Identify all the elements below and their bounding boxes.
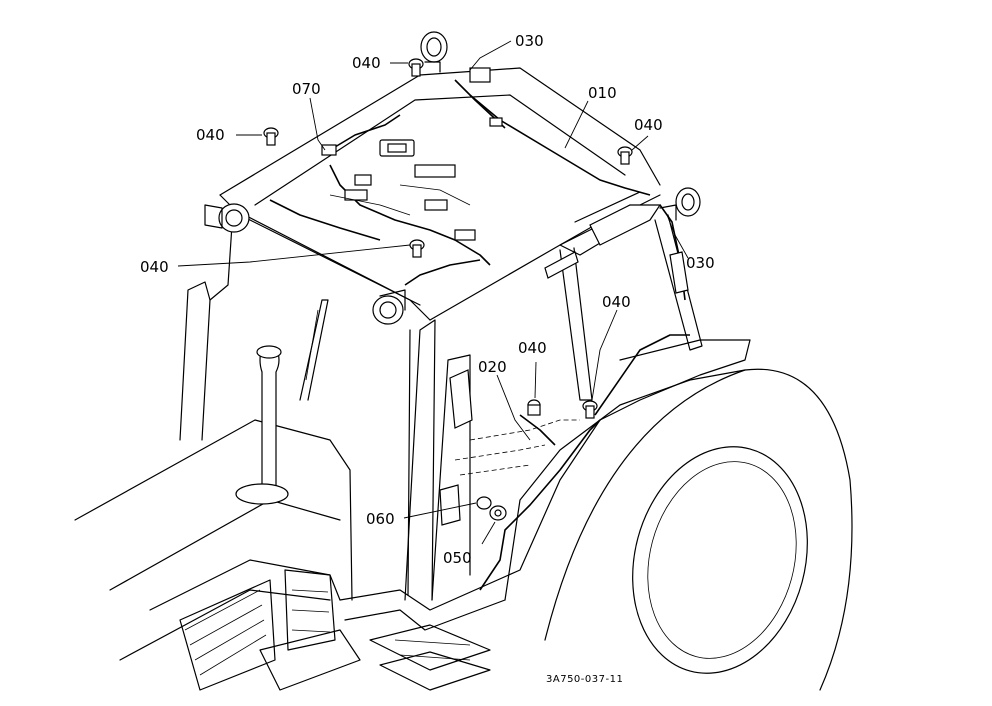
side-harness-030 [659, 204, 689, 301]
cab-frame [179, 214, 703, 631]
callout-020: 020 [478, 358, 507, 376]
screw-040-lower [527, 399, 541, 416]
work-lamp-front [372, 289, 406, 325]
tractor-hood [74, 419, 353, 691]
screw-040-mid [409, 239, 425, 258]
callout-040-mid: 040 [518, 339, 547, 357]
rear-tire [544, 368, 853, 691]
screw-040-right [617, 146, 633, 165]
callout-030-right: 030 [686, 254, 715, 272]
cab-steps [259, 624, 491, 691]
callout-050: 050 [443, 549, 472, 567]
screw-040-upper-left [263, 127, 279, 146]
screw-040-top [408, 58, 424, 77]
switch-060 [476, 496, 492, 510]
callout-labels: 030 040 070 010 040 040 030 040 040 040 … [140, 32, 715, 685]
callout-040-left: 040 [140, 258, 169, 276]
callout-010: 010 [588, 84, 617, 102]
callout-040-lower-right: 040 [602, 293, 631, 311]
callout-060: 060 [366, 510, 395, 528]
work-lamp-right [659, 187, 701, 221]
callout-040-right: 040 [634, 116, 663, 134]
callout-040-upper-left: 040 [196, 126, 225, 144]
figure-reference: 3A750-037-11 [546, 674, 623, 685]
callout-070: 070 [292, 80, 321, 98]
callout-030-top: 030 [515, 32, 544, 50]
work-lamp-left [204, 203, 250, 233]
screw-040-lower-right [582, 400, 598, 419]
rear-fender [504, 339, 751, 601]
cab-roof [219, 67, 662, 321]
switch-050 [489, 505, 507, 521]
side-harness-020 [454, 334, 690, 591]
exhaust-pipe [235, 345, 289, 505]
leader-lines [177, 40, 689, 545]
work-lamp-top [420, 31, 448, 73]
roof-harness-010 [269, 67, 651, 286]
callout-040-top: 040 [352, 54, 381, 72]
